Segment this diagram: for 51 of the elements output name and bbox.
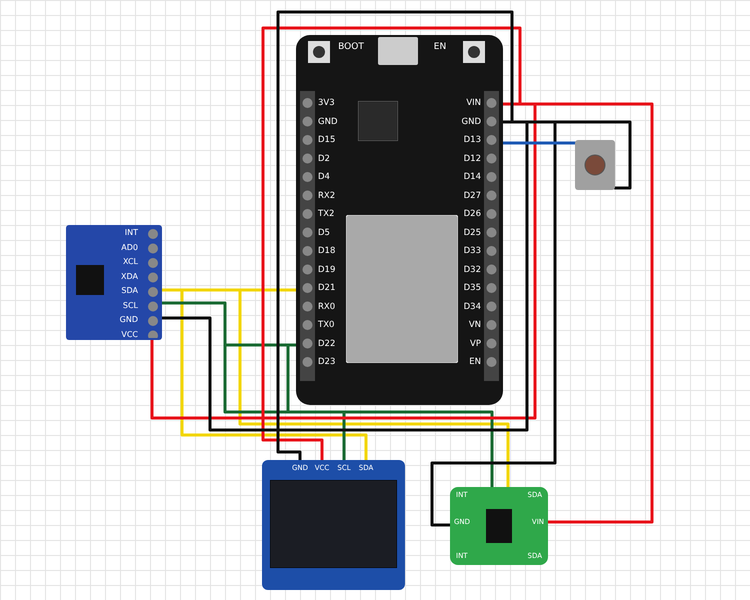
- pin-label: D14: [464, 173, 481, 182]
- pin-label: SDA: [121, 287, 138, 295]
- pin-label: D34: [464, 302, 481, 311]
- pin-label: D21: [318, 284, 336, 292]
- pin-label: INT: [124, 229, 138, 237]
- pin-label: RX2: [318, 192, 336, 200]
- pin-label: D22: [318, 340, 336, 348]
- pin-label: D23: [318, 358, 336, 366]
- pin-label: VCC: [121, 330, 138, 338]
- wire: [224, 344, 346, 462]
- pin-label: D32: [464, 266, 481, 274]
- wire: [286, 344, 494, 488]
- pin-label: EN: [434, 43, 446, 52]
- push-button: [575, 140, 615, 190]
- pin-label: BOOT: [338, 43, 364, 52]
- pin-label: D27: [464, 192, 481, 200]
- pin-label: VIN: [466, 99, 481, 108]
- pin-label: XDA: [121, 272, 138, 280]
- pin-label: GND: [120, 316, 138, 324]
- pin-label: EN: [469, 358, 481, 366]
- wire: [180, 288, 368, 462]
- pin-label: VN: [468, 321, 481, 330]
- pin-label: D33: [464, 247, 481, 256]
- pin-label: D18: [318, 247, 336, 256]
- pin-label: AD0: [121, 244, 138, 252]
- pin-label: D13: [464, 136, 481, 144]
- sensor-board: [66, 225, 162, 340]
- pin-label: D5: [318, 228, 330, 237]
- pin-label: D19: [318, 266, 336, 274]
- pin-label: GND: [318, 118, 338, 126]
- microcontroller-board: [296, 35, 503, 405]
- pin-label: XCL: [123, 258, 138, 266]
- pin-label: D2: [318, 154, 330, 163]
- pin-label: TX2: [318, 210, 334, 218]
- pin-label: D15: [318, 136, 336, 144]
- pin-label: D12: [464, 154, 481, 163]
- pin-label: VP: [470, 340, 481, 348]
- pin-label: SCL: [122, 302, 138, 310]
- display-board: [262, 460, 405, 590]
- pin-label: RX0: [318, 302, 336, 311]
- pin-label: D26: [464, 210, 481, 218]
- pin-label: D4: [318, 173, 330, 182]
- pin-label: 3V3: [318, 99, 335, 108]
- pin-label: TX0: [318, 321, 334, 330]
- pin-label: GND: [462, 118, 481, 126]
- wire: [502, 142, 576, 144]
- wire: [238, 288, 510, 488]
- wire: [430, 120, 556, 526]
- sensor-board: [450, 487, 548, 565]
- pin-label: D25: [464, 228, 481, 237]
- pin-label: D35: [464, 284, 481, 292]
